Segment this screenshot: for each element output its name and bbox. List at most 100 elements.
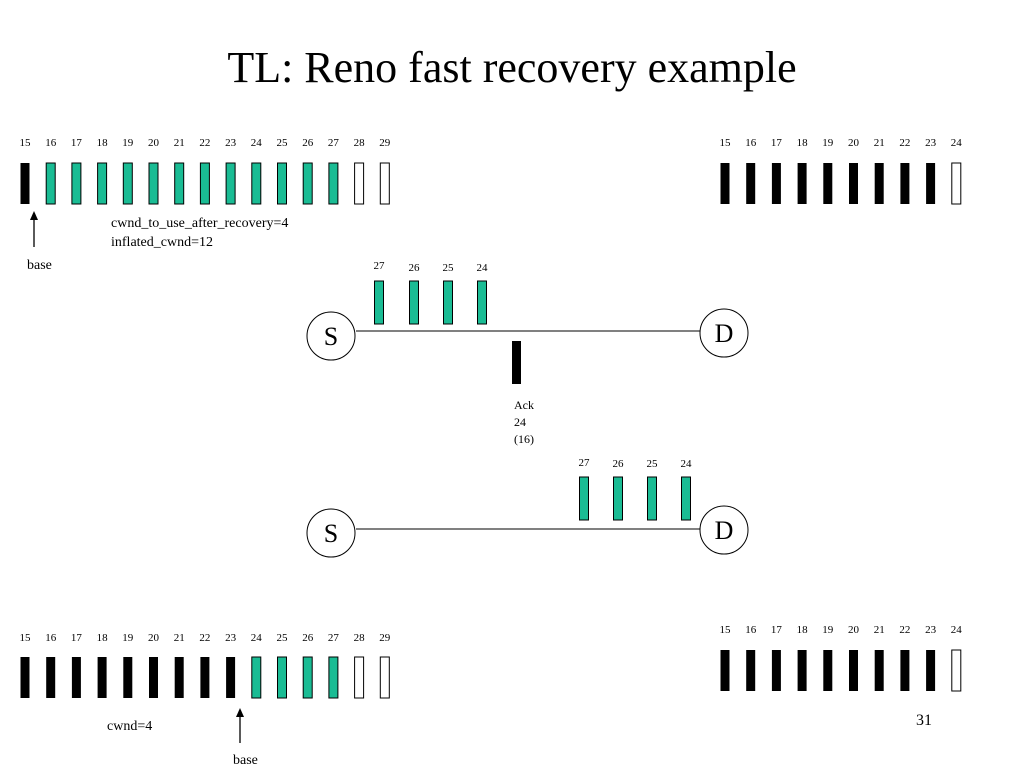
link-1-packet (477, 280, 487, 325)
top-right-segment-acked (849, 163, 858, 204)
top-left-segment-in-flight (328, 162, 339, 205)
bottom-right-segment-acked (823, 650, 833, 691)
bottom-left-segment-in-flight (251, 656, 262, 699)
bottom-right-segment-acked (900, 650, 910, 691)
top-left-seq-label: 26 (302, 137, 314, 149)
top-left-seq-label: 21 (174, 137, 185, 149)
link-1-sender-node (306, 311, 356, 361)
link-1-packet-label: 26 (409, 262, 421, 274)
bottom-left-seq-label: 20 (148, 632, 160, 644)
bottom-left-segment-acked (174, 657, 184, 698)
top-right-seq-label: 19 (822, 137, 834, 149)
top-left-segment-in-flight (251, 162, 262, 205)
link-1-packet-label: 24 (477, 262, 489, 274)
bottom-left-seq-label: 21 (174, 632, 185, 644)
top-right-segment-acked (823, 163, 833, 204)
bottom-right-segment-acked (771, 650, 781, 691)
top-left-seq-label: 16 (45, 137, 57, 149)
link-2-packet (681, 476, 691, 521)
top-left-segment-in-flight (174, 162, 185, 205)
link-1-receiver-label: D (715, 319, 734, 348)
bottom-left-segment-acked (20, 657, 30, 698)
link-2-packet (647, 476, 657, 521)
bottom-left-seq-label: 16 (45, 632, 57, 644)
top-left-segment-in-flight (97, 162, 108, 205)
cwnd-after-recovery-label: cwnd_to_use_after_recovery=4 (111, 216, 288, 231)
link-1-packet (409, 280, 419, 325)
bottom-base-label: base (233, 753, 258, 768)
ack-label: Ack (514, 398, 534, 412)
link-1-packet-label: 27 (374, 260, 386, 272)
bottom-base-arrowhead (236, 708, 244, 717)
bottom-left-segment-empty (379, 656, 390, 699)
link-1-packet (443, 280, 453, 325)
top-right-segment-acked (900, 163, 910, 204)
bottom-right-segment-acked (849, 650, 858, 691)
top-right-seq-label: 24 (951, 137, 963, 149)
bottom-right-seq-label: 20 (848, 624, 860, 636)
top-right-seq-label: 22 (899, 137, 910, 149)
top-right-segment-empty (951, 162, 962, 205)
bottom-left-segment-acked (200, 657, 210, 698)
link-2-sender-node (306, 508, 356, 558)
top-base-label: base (27, 258, 52, 273)
bottom-right-segment-empty (951, 649, 962, 692)
bottom-left-segment-acked (97, 657, 107, 698)
top-left-seq-label: 27 (328, 137, 340, 149)
top-left-segment-acked (20, 163, 30, 204)
bottom-right-seq-label: 18 (797, 624, 809, 636)
top-left-seq-label: 24 (251, 137, 263, 149)
bottom-left-segment-in-flight (302, 656, 313, 699)
bottom-left-seq-label: 15 (20, 632, 32, 644)
top-left-seq-label: 19 (122, 137, 134, 149)
bottom-right-seq-label: 21 (874, 624, 885, 636)
link-1-sender-label: S (324, 322, 338, 351)
top-left-seq-label: 17 (71, 137, 83, 149)
bottom-right-seq-label: 16 (745, 624, 757, 636)
bottom-right-seq-label: 22 (899, 624, 910, 636)
slide-title: TL: Reno fast recovery example (227, 43, 797, 92)
top-left-segment-in-flight (122, 162, 133, 205)
bottom-left-seq-label: 29 (379, 632, 391, 644)
top-right-seq-label: 17 (771, 137, 783, 149)
ack-packet (512, 341, 521, 384)
bottom-right-segment-acked (926, 650, 936, 691)
bottom-right-segment-acked (746, 650, 756, 691)
top-left-seq-label: 25 (277, 137, 289, 149)
bottom-left-seq-label: 22 (199, 632, 210, 644)
link-1-packet-label: 25 (443, 262, 455, 274)
link-2-sender-label: S (324, 519, 338, 548)
top-left-seq-label: 28 (354, 137, 366, 149)
bottom-left-segment-empty (354, 656, 365, 699)
bottom-left-segment-acked (46, 657, 56, 698)
link-2-receiver-node (699, 505, 749, 555)
bottom-left-segment-in-flight (328, 656, 339, 699)
link-2-packet-label: 26 (613, 458, 625, 470)
link-1-receiver-node (699, 308, 749, 358)
bottom-right-seq-label: 24 (951, 624, 963, 636)
top-left-segment-in-flight (71, 162, 82, 205)
bottom-right-segment-acked (797, 650, 807, 691)
bottom-left-seq-label: 17 (71, 632, 83, 644)
top-left-segment-empty (354, 162, 365, 205)
link-2-receiver-label: D (715, 516, 734, 545)
bottom-left-seq-label: 25 (277, 632, 289, 644)
top-right-seq-label: 16 (745, 137, 757, 149)
bottom-left-seq-label: 19 (122, 632, 134, 644)
bottom-right-segment-acked (720, 650, 730, 691)
link-1-packets: 27 26 25 24 (374, 260, 489, 325)
top-left-seq-label: 18 (97, 137, 109, 149)
top-right-segment-acked (746, 163, 756, 204)
top-right-segment-acked (797, 163, 807, 204)
bottom-right-seq-label: 15 (720, 624, 732, 636)
bottom-right-segment-acked (874, 650, 884, 691)
top-left-segment-empty (379, 162, 390, 205)
bottom-left-segment-acked (123, 657, 133, 698)
top-left-seq-label: 29 (379, 137, 391, 149)
